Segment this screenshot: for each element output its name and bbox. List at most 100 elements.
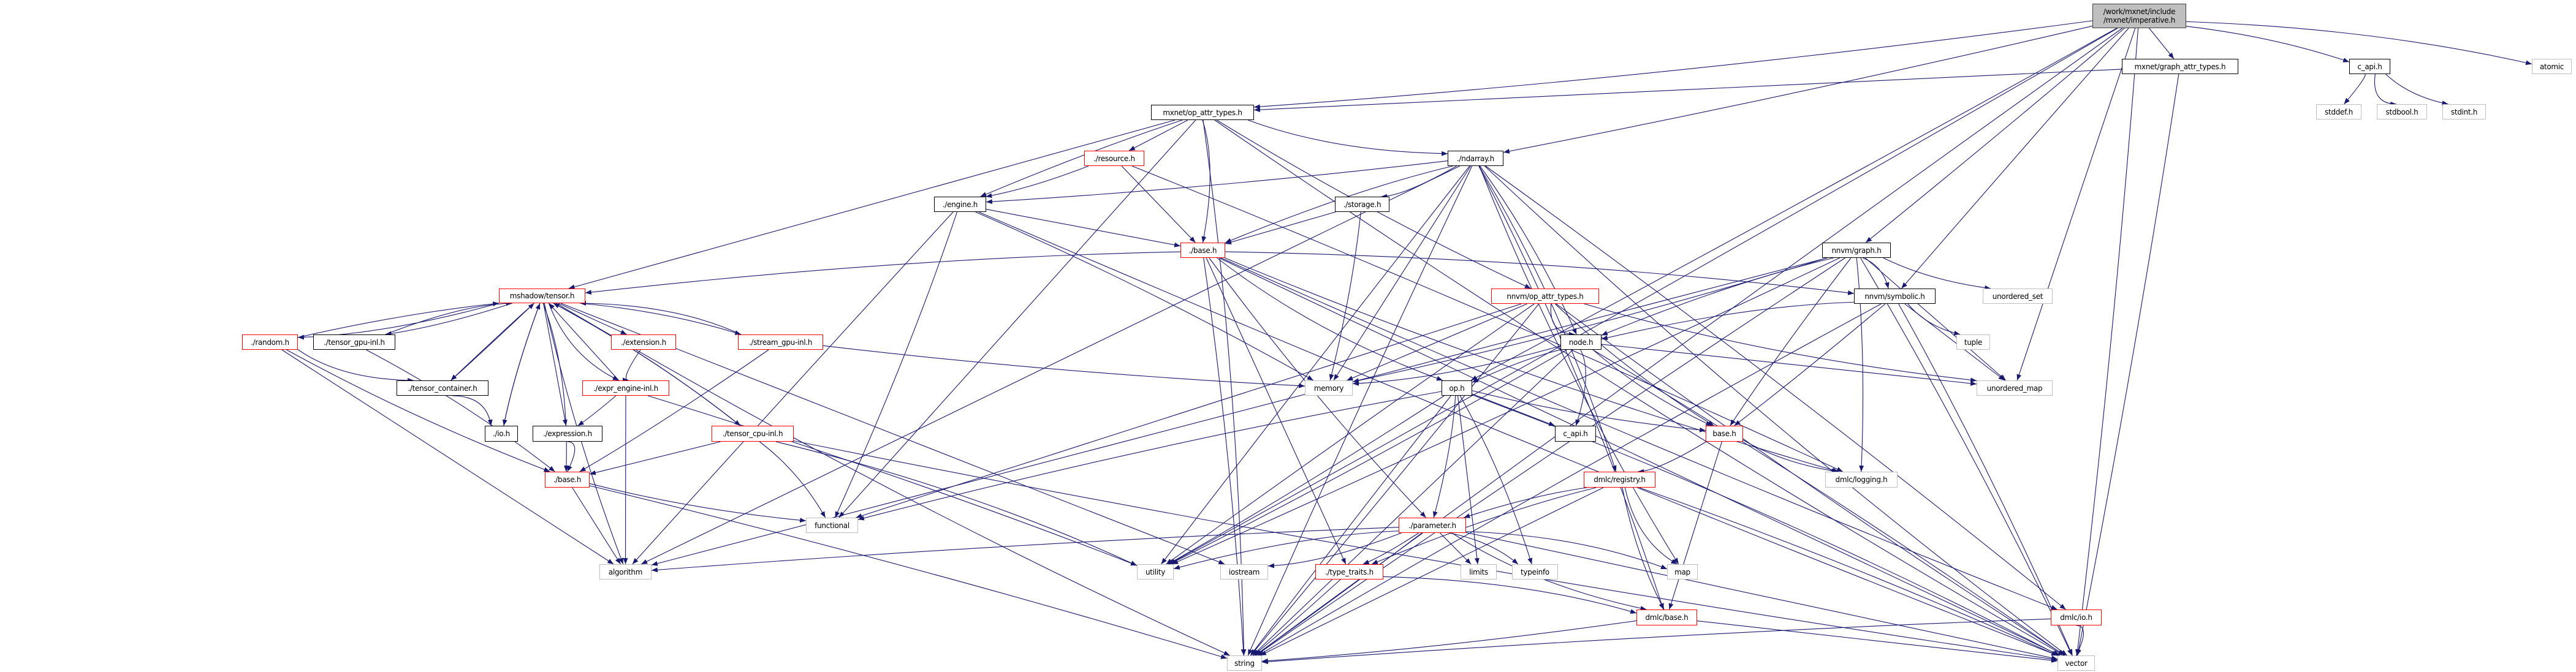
- node-label: ./stream_gpu-inl.h: [748, 338, 813, 347]
- node-tensor-gpu-inl[interactable]: ./tensor_gpu-inl.h: [313, 334, 395, 350]
- node-c-api-top[interactable]: c_api.h: [2349, 59, 2390, 74]
- node-limits: limits: [1461, 564, 1497, 580]
- edge-imperative-to-mx-op-attr-types: [1253, 20, 2093, 110]
- node-label: ./io.h: [493, 429, 510, 438]
- node-base-left[interactable]: ./base.h: [545, 472, 590, 488]
- edge-nnvm-op-attr-types-to-unordered-map: [1584, 303, 1977, 383]
- edge-mshadow-tensor-to-tensor-cpu-inl: [553, 303, 741, 426]
- node-label: algorithm: [608, 567, 643, 576]
- node-nnvm-op-attr-types[interactable]: nnvm/op_attr_types.h: [1491, 289, 1599, 304]
- node-label: string: [1234, 659, 1255, 668]
- node-c-api[interactable]: c_api.h: [1555, 426, 1596, 442]
- edge-nnvm-op-attr-types-to-utility: [1166, 303, 1535, 565]
- node-label: utility: [1145, 567, 1166, 576]
- node-mshadow-tensor[interactable]: mshadow/tensor.h: [499, 289, 585, 303]
- edge-nnvm-graph-to-vector: [1860, 257, 2073, 656]
- edge-tensor-cpu-inl-to-functional: [759, 441, 826, 518]
- node-tensor-container[interactable]: ./tensor_container.h: [397, 380, 488, 396]
- node-label: dmlc/io.h: [2060, 613, 2092, 622]
- edge-nnvm-op-attr-types-to-memory: [1347, 303, 1527, 381]
- edge-expression-to-base-left: [567, 441, 576, 472]
- edge-op-to-parameter: [1432, 395, 1456, 518]
- edge-dmlc-base-to-vector: [1696, 620, 2058, 663]
- node-random[interactable]: ./random.h: [242, 334, 298, 350]
- node-tensor-cpu-inl[interactable]: ./tensor_cpu-inl.h: [712, 426, 794, 442]
- node-expression[interactable]: ./expression.h: [533, 426, 602, 442]
- node-io[interactable]: ./io.h: [485, 426, 518, 442]
- node-label: stdbool.h: [2385, 107, 2418, 116]
- node-storage[interactable]: ./storage.h: [1335, 197, 1389, 212]
- edge-nnvm-symbolic-to-string: [1258, 303, 1882, 656]
- node-label: c_api.h: [2357, 62, 2382, 71]
- edge-nnvm-graph-to-nnvm-symbolic: [1863, 257, 1890, 289]
- node-resource[interactable]: ./resource.h: [1084, 151, 1144, 166]
- node-engine[interactable]: ./engine.h: [934, 197, 986, 212]
- edge-random-to-base-left: [286, 349, 550, 472]
- node-label: c_api.h: [1563, 429, 1588, 438]
- edge-op-to-c-api: [1472, 393, 1556, 426]
- node-vector: vector: [2057, 655, 2095, 671]
- node-op[interactable]: op.h: [1442, 380, 1472, 396]
- node-label: ./random.h: [251, 338, 289, 347]
- edge-nnvm-symbolic-to-base-right: [1734, 303, 1886, 426]
- node-label: atomic: [2539, 62, 2564, 71]
- node-graph-attr-types[interactable]: mxnet/graph_attr_types.h: [2122, 59, 2238, 74]
- node-imperative[interactable]: /work/mxnet/include/mxnet/imperative.h: [2092, 4, 2186, 28]
- edge-dmlc-registry-to-map: [1624, 487, 1677, 565]
- node-atomic: atomic: [2532, 59, 2572, 74]
- node-dmlc-base[interactable]: dmlc/base.h: [1636, 610, 1697, 625]
- node-ndarray[interactable]: ./ndarray.h: [1448, 151, 1503, 166]
- edge-nnvm-graph-to-base-right: [1730, 257, 1852, 426]
- node-label: typeinfo: [1521, 567, 1549, 576]
- edge-mshadow-tensor-to-io: [502, 303, 541, 426]
- edge-extension-to-expr-engine-inl: [622, 349, 641, 383]
- edge-nnvm-symbolic-to-unordered-map: [1904, 303, 2005, 381]
- node-mx-op-attr-types[interactable]: mxnet/op_attr_types.h: [1151, 105, 1254, 120]
- edge-imperative-to-op: [1470, 28, 2118, 381]
- node-dmlc-registry[interactable]: dmlc/registry.h: [1584, 472, 1655, 488]
- edge-dmlc-registry-to-vector: [1639, 487, 2058, 656]
- node-dmlc-io[interactable]: dmlc/io.h: [2051, 610, 2102, 625]
- node-type-traits[interactable]: ./type_traits.h: [1315, 564, 1383, 580]
- edge-ndarray-to-dmlc-registry: [1478, 165, 1617, 472]
- edge-engine-to-memory: [975, 211, 1314, 381]
- edge-stream-gpu-inl-to-mshadow-tensor: [580, 301, 742, 335]
- edge-dmlc-io-to-vector: [2076, 625, 2084, 656]
- node-label: limits: [1469, 567, 1488, 576]
- edge-dmlc-io-to-string: [1261, 618, 2051, 665]
- node-string: string: [1227, 655, 1262, 671]
- node-parameter[interactable]: ./parameter.h: [1399, 518, 1466, 533]
- edge-random-to-tensor-container: [297, 349, 414, 383]
- node-base-mid[interactable]: ./base.h: [1180, 243, 1225, 258]
- edge-parameter-to-map: [1465, 531, 1668, 570]
- edge-base-mid-to-string: [1203, 257, 1246, 656]
- node-label: ./type_traits.h: [1325, 567, 1373, 576]
- edge-mx-op-attr-types-to-resource: [1128, 119, 1188, 151]
- node-label: dmlc/logging.h: [1835, 475, 1888, 484]
- edge-imperative-to-ndarray: [1503, 25, 2093, 154]
- node-stream-gpu-inl[interactable]: ./stream_gpu-inl.h: [738, 334, 823, 350]
- edge-node-to-base-right: [1592, 349, 1712, 426]
- node-base-right[interactable]: base.h: [1706, 426, 1743, 442]
- node-extension[interactable]: ./extension.h: [611, 334, 676, 350]
- node-expr-engine-inl[interactable]: ./expr_engine-inl.h: [582, 380, 669, 396]
- edge-base-right-to-dmlc-base: [1668, 441, 1722, 610]
- edge-nnvm-symbolic-to-vector: [1898, 303, 2073, 656]
- node-nnvm-symbolic[interactable]: nnvm/symbolic.h: [1854, 289, 1936, 304]
- edge-node-to-vector: [1592, 349, 2065, 656]
- node-stdint: stdint.h: [2442, 104, 2486, 119]
- edge-node-to-utility: [1169, 349, 1567, 565]
- edge-tensor-cpu-inl-to-mshadow-tensor: [553, 303, 741, 426]
- edge-mshadow-tensor-to-string: [556, 303, 1230, 656]
- node-label: node.h: [1568, 338, 1594, 347]
- node-nnvm-graph[interactable]: nnvm/graph.h: [1822, 243, 1891, 258]
- edge-base-right-to-dmlc-logging: [1742, 439, 1838, 474]
- edge-random-to-algorithm: [281, 349, 614, 565]
- node-node[interactable]: node.h: [1560, 334, 1601, 350]
- edge-node-to-op: [1472, 349, 1561, 383]
- edge-stream-gpu-inl-to-memory: [823, 345, 1305, 388]
- node-memory: memory: [1305, 380, 1353, 396]
- node-label: ./base.h: [1188, 246, 1217, 255]
- edge-parameter-to-typeinfo: [1449, 532, 1519, 565]
- edge-base-left-to-algorithm: [572, 487, 621, 565]
